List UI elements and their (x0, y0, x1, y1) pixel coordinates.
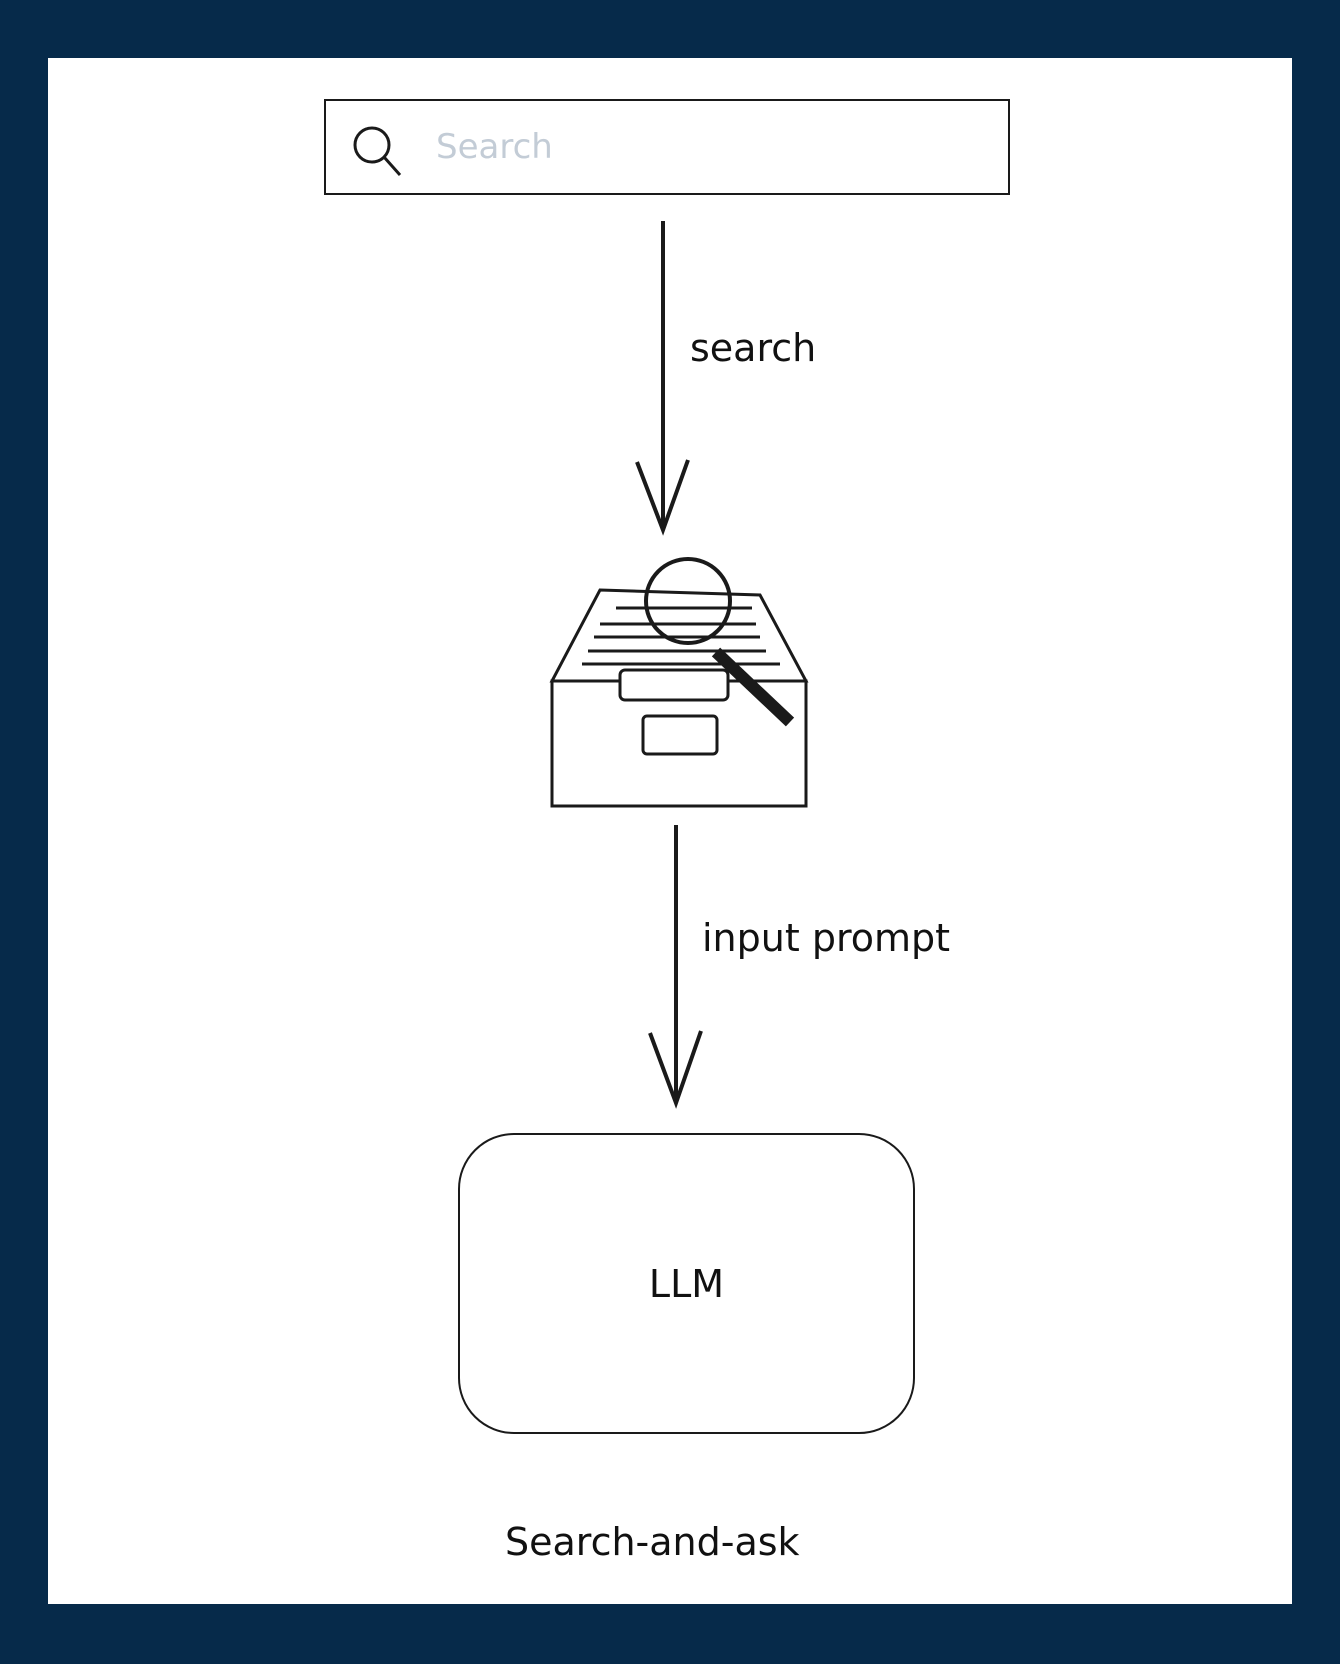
file-box-magnifier-icon (549, 557, 809, 808)
diagram-caption: Search-and-ask (505, 1520, 800, 1564)
arrow-search (635, 221, 690, 536)
llm-node: LLM (458, 1133, 915, 1434)
search-placeholder: Search (436, 127, 553, 167)
llm-label: LLM (648, 1261, 725, 1306)
edge-label-search: search (690, 326, 817, 370)
search-bar[interactable]: Search (324, 99, 1010, 195)
diagram-canvas (48, 58, 1292, 1604)
edge-label-input-prompt: input prompt (702, 916, 951, 960)
arrow-input-prompt (648, 825, 703, 1109)
search-icon (353, 126, 402, 176)
